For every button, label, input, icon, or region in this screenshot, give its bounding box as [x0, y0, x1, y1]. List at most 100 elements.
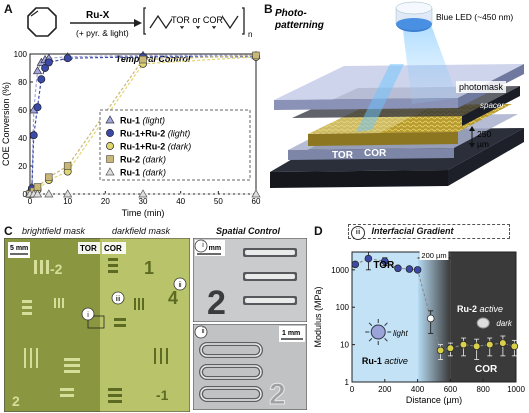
- data-point: [63, 162, 72, 170]
- y-tick-label: 80: [18, 78, 27, 87]
- brightfield-label: brightfield mask: [22, 226, 86, 236]
- x-tick-label: 1000: [507, 385, 525, 394]
- data-point: [37, 75, 46, 84]
- spacer-label: spacer: [480, 101, 504, 110]
- photo-label: Photo-: [275, 8, 307, 19]
- data-point: [29, 131, 38, 140]
- data-point: [63, 54, 72, 63]
- cor-label: COR: [364, 148, 387, 159]
- x-tick-label: 40: [176, 197, 185, 206]
- data-point: [426, 314, 435, 323]
- panel-label-b: B: [264, 2, 273, 16]
- light-label: light: [393, 329, 408, 338]
- legend-box: [99, 109, 251, 181]
- data-point: [63, 189, 73, 198]
- y-tick-label: 1000: [331, 266, 349, 275]
- data-point: [364, 254, 373, 263]
- brightfield-pattern: [22, 260, 80, 397]
- light-ray: [368, 338, 373, 342]
- x-tick-label: 10: [63, 197, 72, 206]
- scheme-conditions: (+ pyr. & light): [76, 28, 129, 38]
- legend-marker: [106, 155, 114, 163]
- series-4: [25, 189, 261, 198]
- dark-bulb-icon: [476, 317, 490, 329]
- x-tick-label: 200: [378, 385, 392, 394]
- data-point: [252, 51, 260, 60]
- data-point: [499, 339, 507, 347]
- data-point: [32, 66, 43, 75]
- legend-marker: [106, 129, 114, 137]
- scale-05mm: 0.5 mm: [197, 245, 221, 252]
- scheme-product: TOR or COR: [171, 15, 223, 25]
- thickness-value: 250: [477, 129, 491, 139]
- gradient-title-box: iii Interfacial Gradient: [348, 224, 510, 240]
- data-point: [394, 264, 402, 273]
- data-point: [413, 266, 422, 274]
- legend-marker: [105, 167, 115, 176]
- scheme-subscript: n: [248, 30, 252, 39]
- x-tick-label: 800: [477, 385, 491, 394]
- x-tick-label: 600: [444, 385, 458, 394]
- scale-bg: [419, 250, 449, 260]
- svg-text:2: 2: [12, 393, 20, 409]
- x-tick-label: 60: [252, 197, 261, 206]
- scale-label: 200 µm: [421, 251, 446, 260]
- legend-marker: [106, 142, 114, 150]
- panel-label-c: C: [4, 224, 13, 238]
- panel-label-d: D: [314, 224, 323, 238]
- inset-i-digit: 2: [207, 284, 226, 322]
- inset-ii-roman: ii: [201, 328, 205, 335]
- tor-region-label: TOR: [373, 260, 395, 271]
- patterning-label: patterning: [274, 20, 324, 31]
- x-tick-label: 20: [101, 197, 110, 206]
- inset-ii-digit: 2: [269, 378, 286, 410]
- svg-text:1: 1: [144, 258, 154, 278]
- scheme-reagent: Ru-X: [86, 10, 110, 21]
- x-tick-label: 0: [28, 197, 33, 206]
- gradient-roman: iii: [351, 226, 365, 240]
- inset-ii: 2 1 mm: [193, 324, 307, 410]
- scale-1mm: 1 mm: [282, 330, 300, 337]
- panel-label-a: A: [4, 2, 13, 16]
- mask-tor-label: TOR: [80, 244, 97, 253]
- light-ray: [384, 338, 388, 342]
- legend-entry: Ru-1 (light): [120, 116, 165, 126]
- spatial-control-title: Spatial Control: [216, 226, 281, 236]
- data-point: [472, 342, 481, 351]
- data-point: [251, 189, 261, 198]
- data-point: [486, 340, 494, 349]
- data-point: [44, 189, 54, 198]
- y-tick-label: 60: [18, 106, 27, 115]
- x-tick-label: 400: [411, 385, 425, 394]
- thickness-unit: µm: [477, 139, 489, 149]
- glass-label: black glass: [307, 194, 352, 204]
- x-axis-label: Distance (µm): [406, 395, 462, 405]
- darkfield-pattern: [108, 258, 168, 403]
- x-tick-label: 30: [139, 197, 148, 206]
- legend-entry: Ru-1 (dark): [120, 168, 166, 178]
- legend-marker: [105, 115, 115, 124]
- data-point: [405, 265, 414, 273]
- y-axis-label: COE Conversion (%): [1, 82, 11, 166]
- reaction-scheme: n Ru-X (+ pyr. & light) TOR or COR: [27, 7, 252, 39]
- marker-ii: ii: [178, 282, 182, 289]
- darkfield-label: darkfield mask: [112, 226, 171, 236]
- marker-i: i: [87, 312, 89, 319]
- data-point: [32, 189, 43, 198]
- svg-text:4: 4: [168, 288, 178, 308]
- y-tick-label: 20: [18, 162, 27, 171]
- gradient-title: Interfacial Gradient: [371, 226, 454, 236]
- light-ray: [384, 322, 388, 326]
- x-tick-label: 0: [350, 385, 355, 394]
- mask-cor-label: COR: [104, 244, 122, 253]
- data-point: [45, 173, 53, 181]
- legend-entry: Ru-1+Ru-2 (dark): [120, 142, 191, 152]
- legend-entry: Ru-1+Ru-2 (light): [120, 129, 190, 139]
- mask-photo: -2 2 1 4 -1 5 mm TOR COR i iii ii: [4, 238, 190, 412]
- y-tick-label: 40: [18, 134, 27, 143]
- cor-region-label: COR: [475, 364, 498, 375]
- device-schematic: Photo- patterning Blue LED (~450 nm) pho…: [270, 1, 524, 204]
- data-point: [446, 344, 455, 352]
- y-tick-label: 10: [340, 341, 349, 350]
